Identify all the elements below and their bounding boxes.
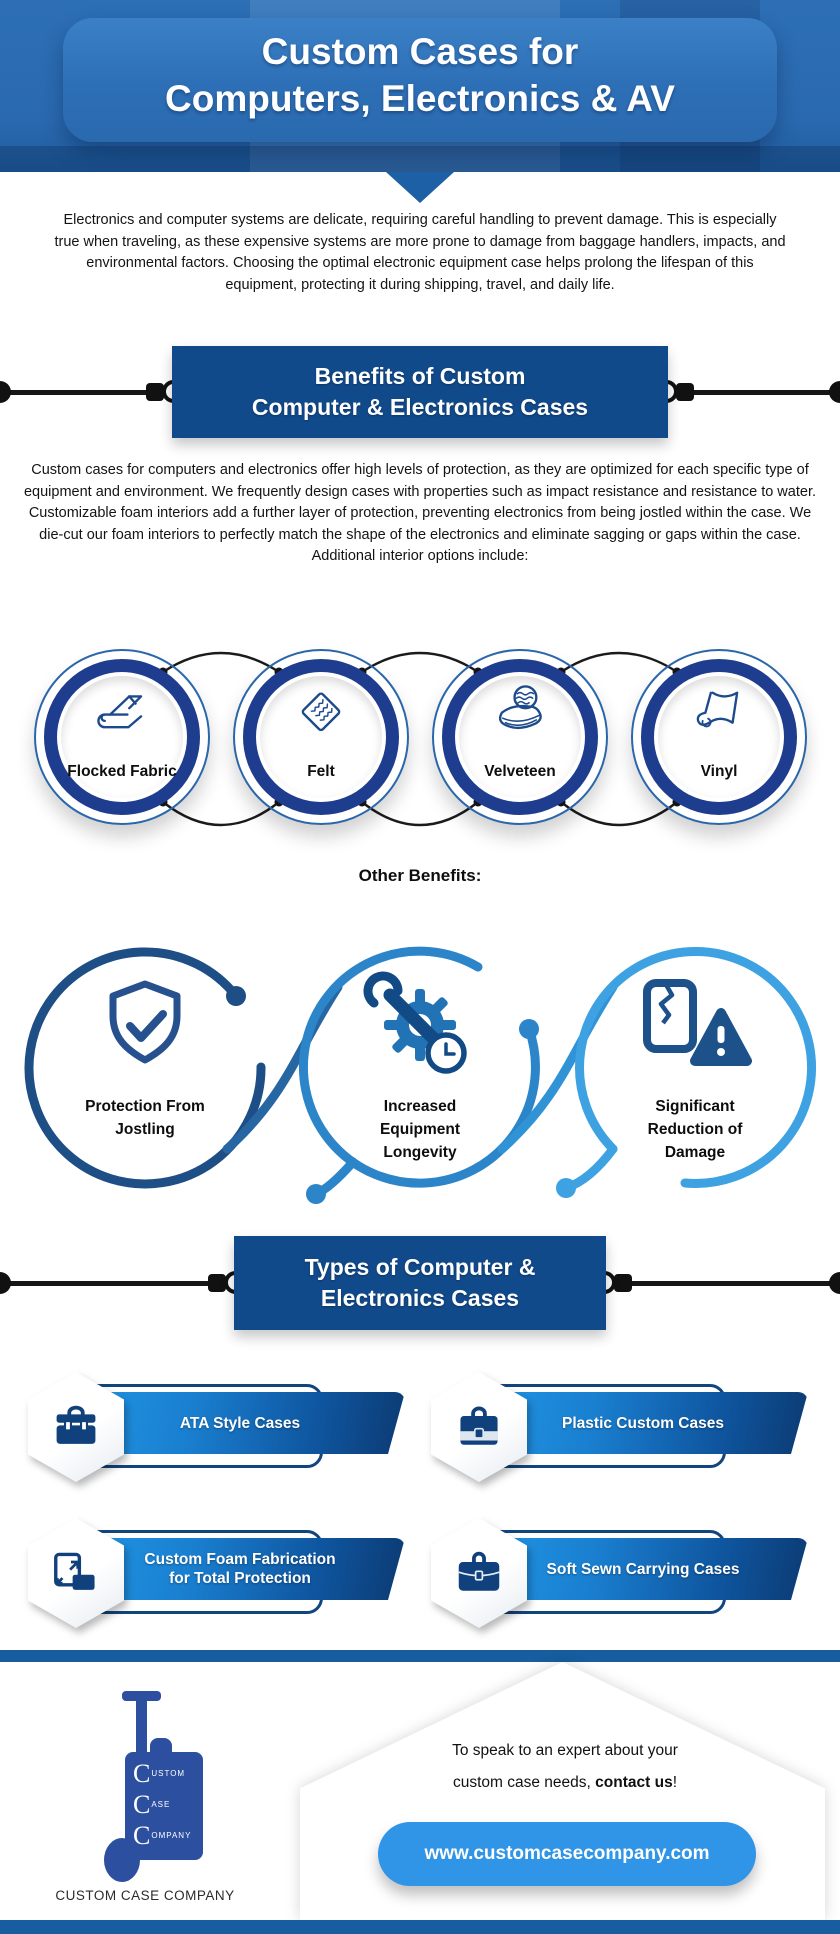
other-benefits-curves [24, 946, 816, 1204]
benefits-rule-right [694, 390, 840, 395]
banner-label: Soft Sewn Carrying Cases [546, 1560, 740, 1578]
interior-option-label: Vinyl [700, 762, 738, 780]
types-rule-left-plug [208, 1274, 226, 1292]
logo-line-company: C OMPANY [133, 1820, 192, 1850]
banner-hexagon [28, 1372, 124, 1482]
banner-ribbon [478, 1392, 808, 1454]
header-title-card [63, 18, 777, 142]
foam-fabrication-icon [54, 1552, 95, 1590]
contact-us-link[interactable]: contact us [595, 1774, 673, 1791]
banner-label: Plastic Custom Cases [562, 1414, 724, 1432]
benefit-label-longevity: Increased Equipment Longevity [379, 1098, 461, 1161]
types-rule-right-plug [614, 1274, 632, 1292]
types-section-title: Types of Computer & Electronics Cases [234, 1236, 606, 1330]
interior-option-label: Velveteen [484, 762, 556, 780]
logo-line-case: C ASE [133, 1789, 171, 1819]
benefits-rule-left-dot [0, 381, 11, 403]
banner-label: Custom Foam Fabrication for Total Protec… [144, 1551, 336, 1587]
banner-ribbon [75, 1538, 405, 1600]
benefits-rule-right-plug [676, 383, 694, 401]
type-banner-plastic: Plastic Custom Cases [428, 1372, 818, 1484]
page-title-line1: Custom Cases for [261, 31, 579, 72]
logo-trolley-handle-grip [122, 1691, 161, 1701]
footer-top-divider [0, 1650, 840, 1662]
logo-line-custom: C USTOM [133, 1758, 186, 1788]
briefcase-icon [460, 1406, 498, 1445]
circle-disc [61, 676, 183, 798]
soft-case-icon [458, 1551, 500, 1591]
shield-check-icon [109, 980, 181, 1064]
wrench-gear-clock-icon [363, 971, 467, 1074]
circle-outer-ring [34, 649, 210, 825]
page-title-line2: Computers, Electronics & AV [165, 78, 675, 119]
types-rule-right-dot [829, 1272, 840, 1294]
benefits-section-title: Benefits of Custom Computer & Electronic… [172, 346, 668, 438]
interior-option-flocked-fabric: Flocked Fabric [34, 649, 210, 825]
header-pointer-triangle [386, 172, 454, 203]
banner-ribbon [75, 1392, 405, 1454]
benefits-rule-right-dot [829, 381, 840, 403]
header-photo-strip [0, 146, 840, 172]
circle-outer-ring [233, 649, 409, 825]
folded-fabric-icon [97, 695, 143, 729]
banner-hexagon [431, 1518, 527, 1628]
type-banner-soft-sewn: Soft Sewn Carrying Cases [428, 1518, 818, 1630]
interior-option-label: Flocked Fabric [67, 762, 177, 780]
velveteen-fabric-icon [498, 685, 542, 730]
type-banner-foam: Custom Foam Fabrication for Total Protec… [25, 1518, 415, 1630]
logo-wordmark: CUSTOM CASE COMPANY [55, 1888, 235, 1903]
footer-cta-line2: custom case needs, contact us! [453, 1774, 677, 1791]
vinyl-sheet-icon [696, 691, 739, 728]
toolbox-icon [56, 1405, 96, 1444]
benefits-rule-left-plug [146, 383, 164, 401]
footer-cta-line1: To speak to an expert about your [452, 1742, 678, 1759]
benefit-label-protection: Protection From Jostling [85, 1098, 205, 1138]
footer-bottom-divider [0, 1920, 840, 1934]
circle-outer-ring [432, 649, 608, 825]
logo-trolley-top-handle [150, 1738, 172, 1756]
company-logo: C USTOM C ASE C OMPANY [125, 1752, 203, 1860]
other-benefits-heading: Other Benefits: [358, 866, 482, 885]
types-rule-left-dot [0, 1272, 11, 1294]
banner-label: ATA Style Cases [179, 1414, 301, 1432]
types-title-line2: Electronics Cases [320, 1285, 520, 1311]
types-rule-right [632, 1281, 840, 1286]
banner-ribbon [478, 1538, 808, 1600]
interior-option-felt: Felt [233, 649, 409, 825]
banner-hexagon [28, 1518, 124, 1628]
benefits-rule-left [0, 390, 150, 395]
damaged-device-warning-icon [643, 979, 752, 1066]
benefits-title-line1: Benefits of Custom [314, 363, 526, 389]
benefits-paragraph: Custom cases for computers and electroni… [23, 462, 816, 565]
logo-trolley-handle-rod [136, 1698, 147, 1758]
benefits-title-line2: Computer & Electronics Cases [251, 394, 589, 420]
types-rule-left [0, 1281, 212, 1286]
circle-disc [260, 676, 382, 798]
types-title-line1: Types of Computer & [304, 1254, 536, 1280]
circle-outer-ring [631, 649, 807, 825]
interior-option-label: Felt [307, 762, 335, 780]
circle-disc [459, 676, 581, 798]
interior-option-vinyl: Vinyl [631, 649, 807, 825]
page-title: Custom Cases for Computers, Electronics … [63, 28, 777, 122]
intro-paragraph: Electronics and computer systems are del… [54, 212, 786, 293]
felt-swatch-icon [301, 692, 341, 732]
interior-option-velveteen: Velveteen [432, 649, 608, 825]
type-banner-ata: ATA Style Cases [25, 1372, 415, 1484]
banner-hexagon [431, 1372, 527, 1482]
benefit-label-damage: Significant Reduction of Damage [647, 1098, 743, 1161]
website-button[interactable]: www.customcasecompany.com [378, 1822, 756, 1886]
